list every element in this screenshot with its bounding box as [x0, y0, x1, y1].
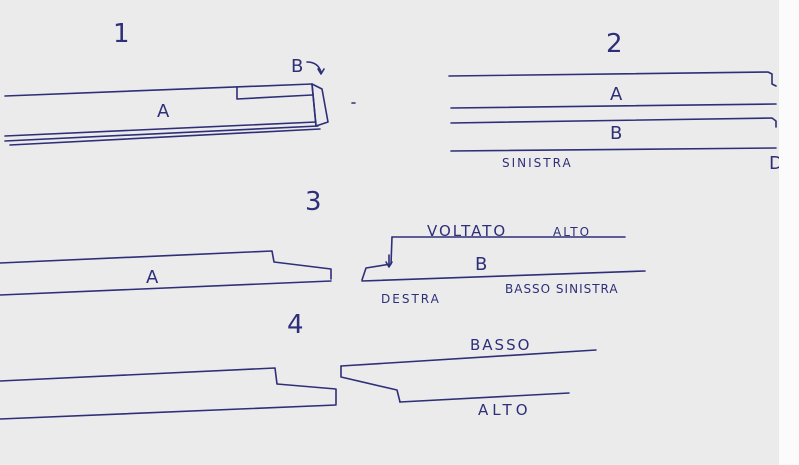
step3-number: 3: [305, 187, 322, 217]
step1-b-arrow: [306, 61, 325, 75]
step3-b-arrow: [385, 254, 393, 268]
step1-board-bottom-line-3: [9, 128, 321, 146]
step1-board: [4, 61, 356, 146]
step4-top-label: ALTO: [478, 401, 532, 419]
step3-b-joint: [361, 236, 393, 281]
step4-right-top-edge: [340, 349, 597, 367]
step3-board-a: [0, 250, 332, 296]
step2-line-2: [450, 103, 777, 109]
step3-right-label: DESTRA: [381, 292, 441, 306]
step3-a-top-edge: [0, 250, 332, 280]
step2-label-b: B: [610, 123, 622, 144]
step4-right-bottom-edge: [399, 392, 570, 403]
step3-a-bottom-edge: [0, 280, 332, 296]
step4-right-board: [340, 349, 597, 403]
step2-label-a: A: [610, 84, 623, 105]
step1-number: 1: [113, 19, 130, 49]
step3-label-a: A: [146, 267, 159, 288]
step4-bottom-label: BASSO: [470, 336, 531, 354]
step3-bottom-left-label: BASSO SINISTRA: [505, 282, 619, 296]
step1-board-top-edge: [4, 83, 313, 97]
step2-line-3: [450, 117, 777, 128]
step2-right-label: D: [769, 153, 779, 174]
step1-end-piece-edge: [311, 83, 317, 127]
step4-left-bottom-edge: [0, 404, 337, 420]
step4-number: 4: [287, 310, 304, 340]
sketch-drawing: 1 A B 2 A B SINISTRA D 3 A B VOLTATO ALT…: [0, 19, 779, 420]
step3-top-label: ALTO: [553, 225, 591, 239]
step2-boards: [448, 71, 777, 152]
step2-number: 2: [606, 29, 623, 59]
step3-label-b: B: [475, 254, 487, 275]
step1-board-bottom-line-2: [4, 125, 319, 142]
step4-left-top-edge: [0, 367, 337, 405]
step4-right-joint: [340, 365, 401, 403]
step3-turned-label: VOLTATO: [427, 222, 507, 240]
step1-joint-cut: [236, 86, 313, 100]
step4-left-board: [0, 367, 337, 420]
step2-left-label: SINISTRA: [502, 156, 573, 170]
step1-label-b: B: [291, 56, 303, 77]
step3-b-bottom-edge: [361, 270, 646, 282]
step2-line-4: [450, 147, 777, 152]
step1-label-a: A: [157, 101, 170, 122]
step3-board-b: [361, 236, 646, 282]
paper-edge: [779, 0, 799, 465]
step2-line-1: [448, 71, 777, 87]
step1-board-bottom-line-1: [4, 121, 317, 137]
